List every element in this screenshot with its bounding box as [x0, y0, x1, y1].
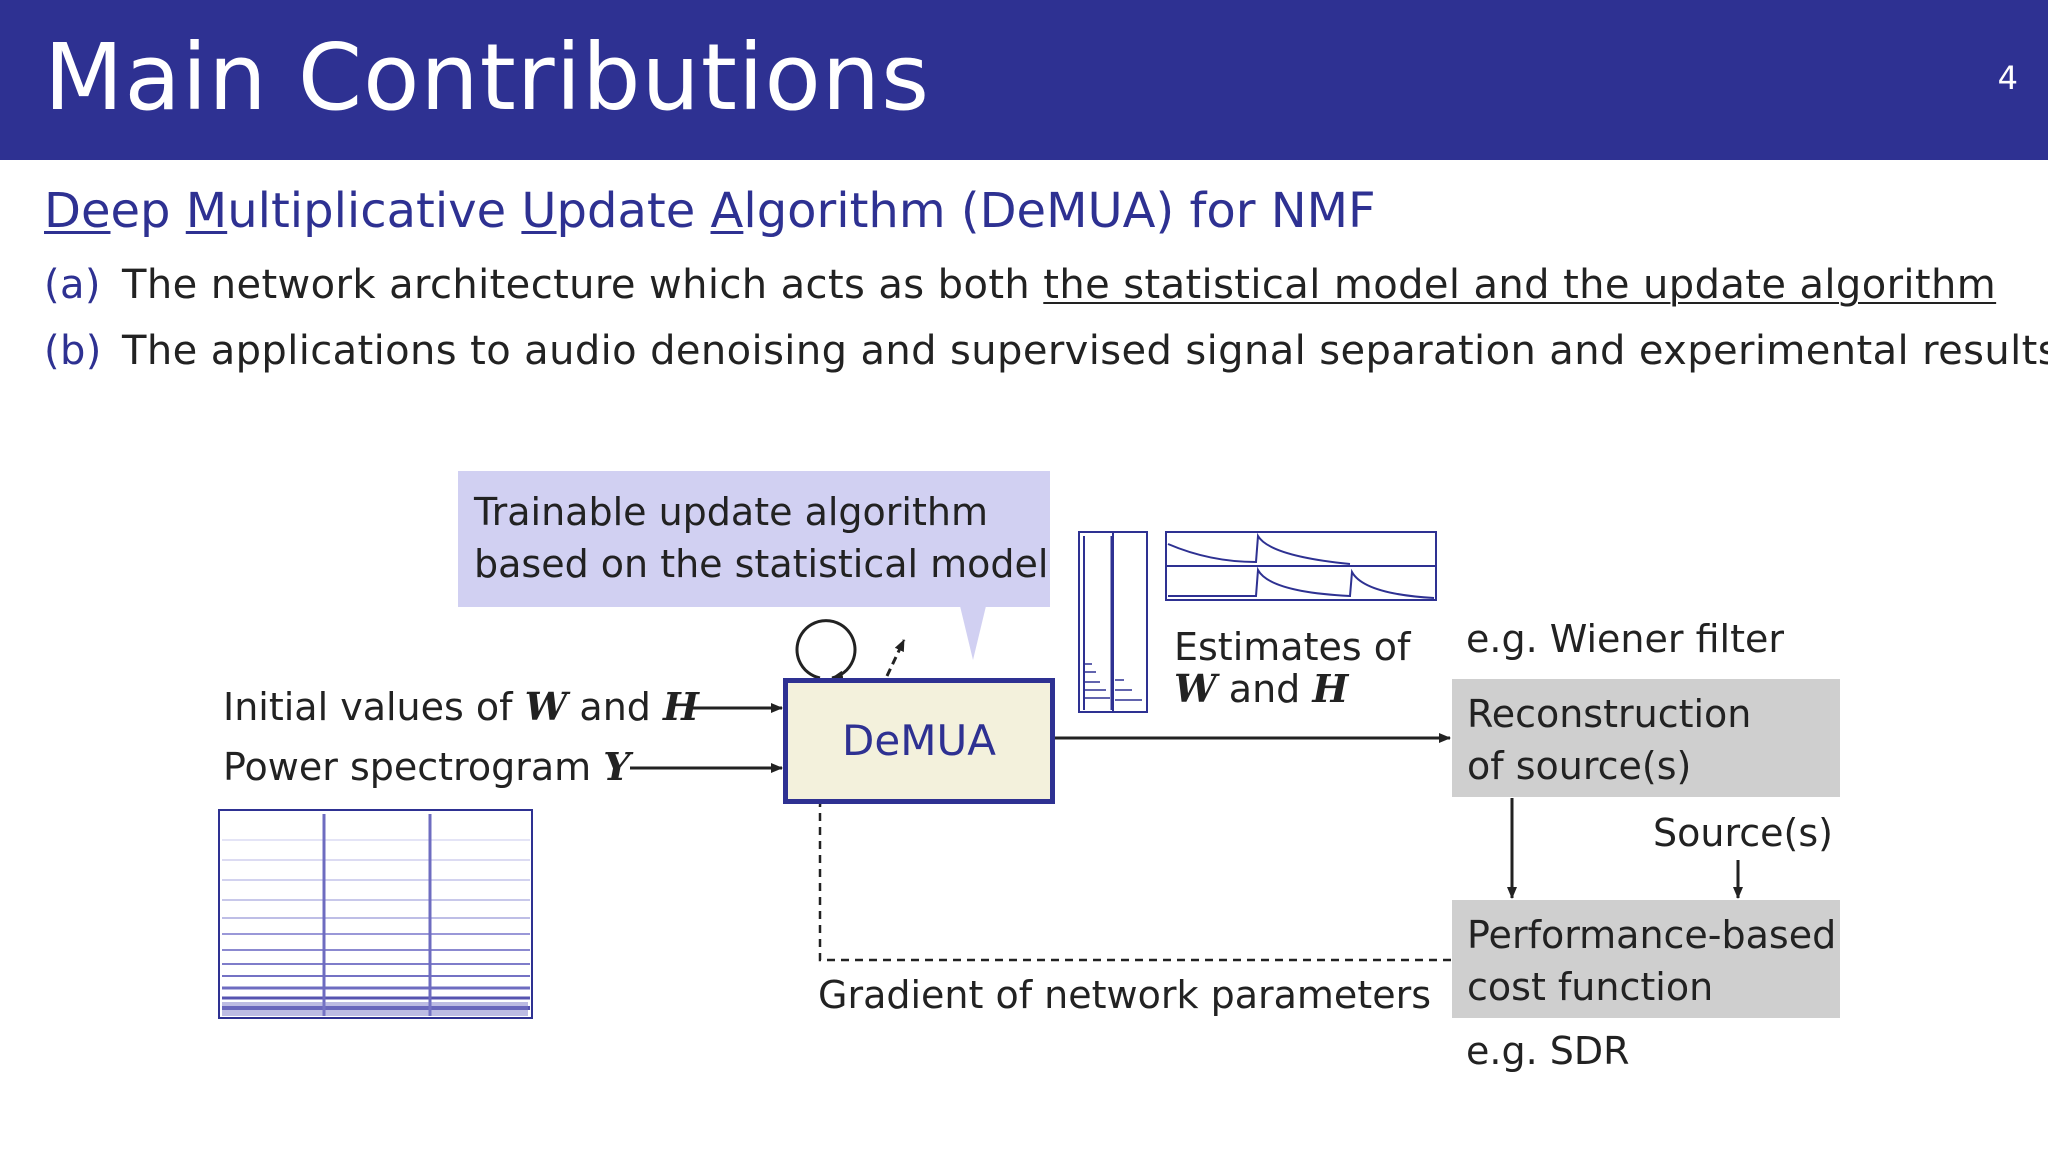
sources-label: Source(s): [1653, 811, 1833, 855]
subtitle-word-rest: ep: [110, 183, 171, 239]
contribution-item-b: (b) The applications to audio denoising a…: [44, 325, 2048, 377]
callout-tail: [960, 606, 986, 660]
callout-line-2: based on the statistical model: [474, 542, 1049, 586]
h-estimate-plot: [1165, 531, 1437, 601]
subtitle-initial-de: De: [44, 183, 111, 239]
wiener-filter-label: e.g. Wiener filter: [1466, 617, 1784, 661]
initial-values-text: Initial values of: [223, 685, 513, 729]
initial-values-label: Initial values of W and H: [223, 682, 699, 732]
callout-box: [458, 471, 1050, 607]
item-marker: (b): [44, 328, 102, 374]
power-spectrogram-plot: [218, 809, 533, 1019]
loop-arrow: [795, 619, 857, 681]
callout-text: Trainable update algorithm based on the …: [474, 486, 1048, 590]
estimates-label: Estimates of W and H: [1174, 622, 1410, 714]
estimates-text: Estimates of: [1174, 625, 1411, 669]
gradient-feedback-line: [818, 806, 1451, 962]
subtitle-initial-a: A: [710, 183, 744, 239]
demua-block: DeMUA: [783, 678, 1055, 804]
title-bar: Main Contributions 4: [0, 0, 2048, 160]
cost-function-line-1: Performance-based: [1467, 913, 1837, 957]
subtitle-word-rest: lgorithm (DeMUA) for NMF: [743, 183, 1376, 239]
reconstruction-line-2: of source(s): [1467, 744, 1692, 788]
w-estimate-plot: [1078, 531, 1148, 713]
subtitle-word-rest: ultiplicative: [227, 183, 507, 239]
var-h: H: [1312, 666, 1349, 711]
power-spectrogram-text: Power spectrogram: [223, 745, 592, 789]
and-text: and: [579, 685, 651, 729]
reconstruction-box: [1452, 679, 1840, 797]
subtitle-word-rest: pdate: [556, 183, 696, 239]
var-h: H: [663, 684, 699, 729]
estimates-vars: W and H: [1174, 664, 1410, 714]
and-text: and: [1228, 667, 1301, 711]
item-text: The network architecture which acts as b…: [122, 262, 1044, 308]
reconstruction-line-1: Reconstruction: [1467, 692, 1752, 736]
slide-subtitle: Deep Multiplicative Update Algorithm (De…: [44, 180, 1376, 242]
var-w: W: [524, 684, 568, 729]
subtitle-initial-m: M: [185, 183, 228, 239]
subtitle-initial-u: U: [521, 183, 557, 239]
item-text: The applications to audio denoising and …: [122, 328, 2048, 374]
cost-function-box: [1452, 900, 1840, 1018]
callout-line-1: Trainable update algorithm: [474, 490, 988, 534]
cost-function-line-2: cost function: [1467, 965, 1714, 1009]
page-number: 4: [1997, 59, 2018, 97]
cost-function-text: Performance-based cost function: [1467, 909, 1836, 1013]
item-underlined-text: the statistical model and the update alg…: [1043, 262, 1997, 308]
dashed-diagonal-arrow: [885, 639, 906, 677]
item-marker: (a): [44, 262, 101, 308]
sdr-label: e.g. SDR: [1466, 1029, 1630, 1073]
contribution-item-a: (a) The network architecture which acts a…: [44, 259, 1996, 311]
power-spectrogram-label: Power spectrogram Y: [223, 742, 630, 792]
gradient-label: Gradient of network parameters: [818, 973, 1431, 1017]
var-y: Y: [603, 744, 631, 789]
slide-title: Main Contributions: [44, 24, 931, 131]
var-w: W: [1174, 666, 1217, 711]
reconstruction-text: Reconstruction of source(s): [1467, 688, 1751, 792]
demua-label: DeMUA: [842, 716, 996, 765]
